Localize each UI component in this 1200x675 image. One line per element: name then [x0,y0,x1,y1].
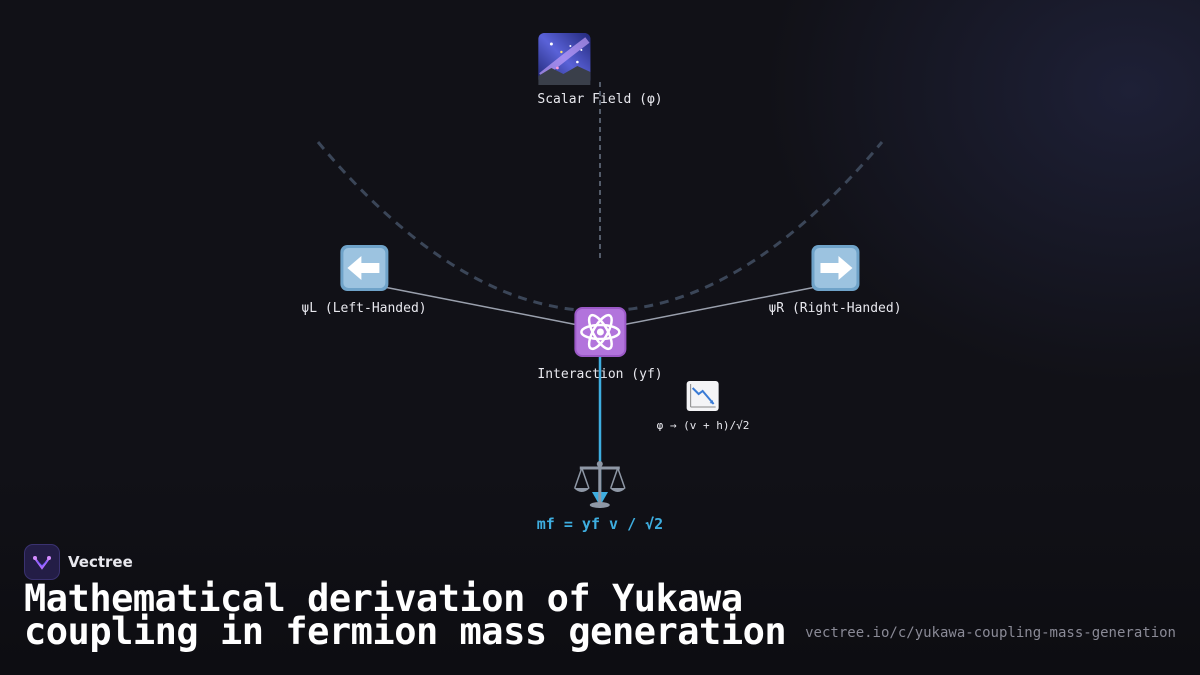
milky-way-icon [537,32,591,86]
node-psi-right[interactable]: ψR (Right-Handed) [768,244,902,316]
right-arrow-icon [768,244,901,295]
node-interaction[interactable]: Interaction (yf) [537,306,663,382]
node-fermion-mass[interactable]: mf = yf v / √2 [537,458,663,533]
node-vev-expansion[interactable]: φ → (v + h)/√2 [656,380,750,432]
balance-scale-icon [537,458,663,513]
atom-icon [537,306,662,361]
node-label: mf = yf v / √2 [536,515,664,533]
page-title: Mathematical derivation of Yukawa coupli… [24,577,787,653]
node-label: Scalar Field (φ) [537,92,663,107]
chart-decreasing-icon [657,380,750,415]
brand[interactable]: Vectree [24,544,133,580]
node-psi-left[interactable]: ψL (Left-Handed) [301,244,427,316]
node-label: φ → (v + h)/√2 [656,419,750,432]
left-to-interaction-edge [383,286,579,326]
node-label: Interaction (yf) [537,367,663,382]
source-url[interactable]: vectree.io/c/yukawa-coupling-mass-genera… [805,625,1176,641]
left-arrow-icon [301,244,426,295]
node-label: ψR (Right-Handed) [768,301,902,316]
node-scalar-field[interactable]: Scalar Field (φ) [537,32,663,107]
vectree-logo-icon [24,544,60,580]
node-label: ψL (Left-Handed) [301,301,427,316]
brand-name: Vectree [68,553,133,571]
right-to-interaction-edge [621,286,817,326]
